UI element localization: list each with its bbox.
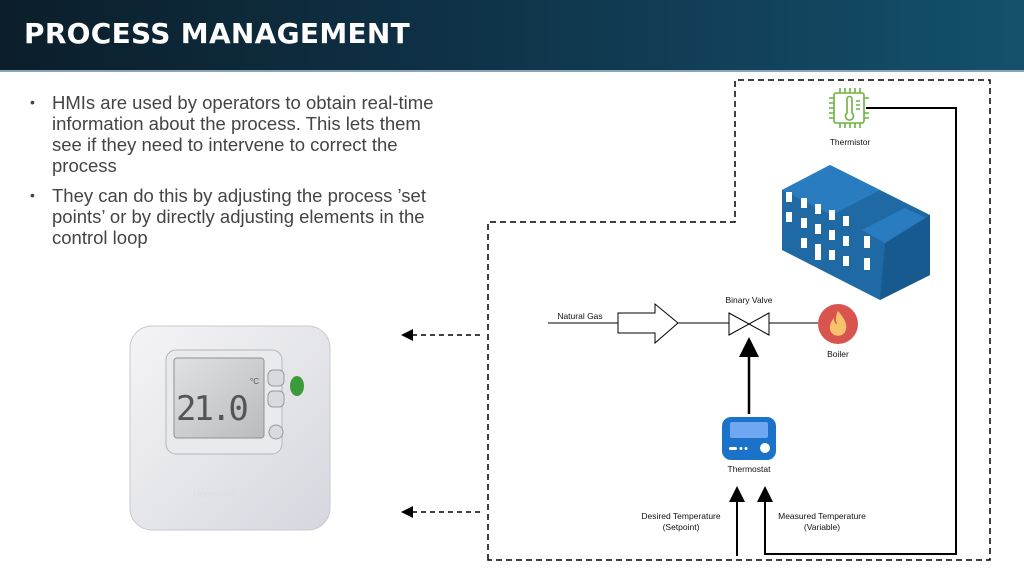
device-unit: °C <box>250 377 259 386</box>
thermostat-icon <box>722 417 776 460</box>
thermistor-icon <box>829 88 869 128</box>
slide-title: PROCESS MANAGEMENT <box>24 17 411 50</box>
system-boundary <box>487 79 991 561</box>
green-indicator <box>290 376 304 396</box>
device-display: 21.0 <box>176 389 247 429</box>
binary-valve-label: Binary Valve <box>725 295 772 305</box>
building-icon <box>782 165 930 300</box>
binary-valve-icon <box>728 312 770 336</box>
device-brand: Honeywell <box>193 489 235 499</box>
variable-label-line1: Measured Temperature <box>778 511 866 521</box>
power-button <box>268 424 284 440</box>
down-button <box>267 390 285 408</box>
up-button <box>267 369 285 387</box>
bullet-item: •HMIs are used by operators to obtain re… <box>30 92 434 176</box>
thermostat-device-image: 21.0 °C Honeywell <box>129 325 331 531</box>
slide-header: PROCESS MANAGEMENT <box>0 0 1024 72</box>
bullet-list: •HMIs are used by operators to obtain re… <box>30 92 450 257</box>
measured-temperature-line <box>757 107 957 555</box>
thermistor-label: Thermistor <box>830 137 871 147</box>
natural-gas-label: Natural Gas <box>557 311 602 321</box>
thermostat-label: Thermostat <box>728 464 772 474</box>
boiler-icon <box>818 304 858 344</box>
bullet-item: •They can do this by adjusting the proce… <box>30 185 426 248</box>
flow-arrow <box>617 302 679 345</box>
setpoint-label-line2: (Setpoint) <box>663 522 700 532</box>
setpoint-label-line1: Desired Temperature <box>641 511 720 521</box>
boiler-label: Boiler <box>827 349 849 359</box>
variable-label-line2: (Variable) <box>804 522 840 532</box>
